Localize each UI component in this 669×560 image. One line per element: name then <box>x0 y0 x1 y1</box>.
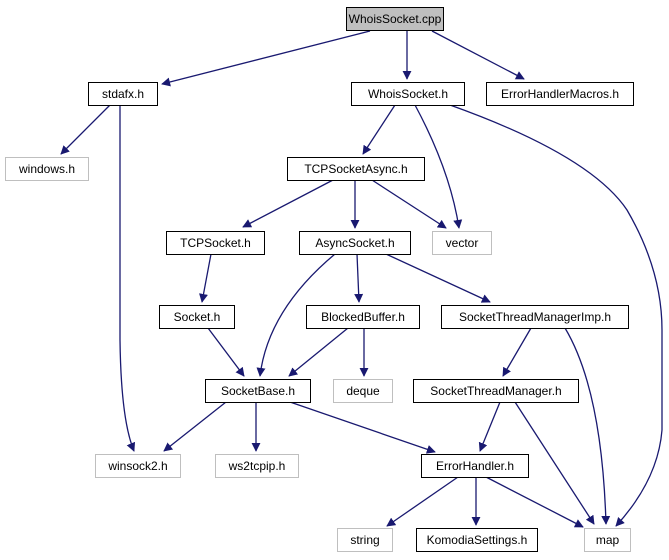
node-label: ErrorHandlerMacros.h <box>501 87 619 101</box>
edge-n1-n15 <box>119 105 136 452</box>
edge-n14-n17 <box>478 401 501 452</box>
node-deque[interactable]: deque <box>333 379 393 403</box>
node-box <box>416 528 538 552</box>
node-label: deque <box>346 384 380 398</box>
edge-n9-n12 <box>207 327 245 377</box>
node-label: BlockedBuffer.h <box>321 310 405 324</box>
node-winsock2-h[interactable]: winsock2.h <box>95 454 181 478</box>
node-box <box>346 7 444 31</box>
node-socketthreadmanagerimp-h[interactable]: SocketThreadManagerImp.h <box>441 305 629 329</box>
node-socketbase-h[interactable]: SocketBase.h <box>205 379 311 403</box>
edge-n12-n17 <box>289 401 436 454</box>
node-label: KomodiaSettings.h <box>427 533 528 547</box>
node-label: TCPSocket.h <box>180 236 251 250</box>
node-stdafx-h[interactable]: stdafx.h <box>88 82 158 106</box>
node-tcpsocket-h[interactable]: TCPSocket.h <box>166 231 265 255</box>
node-tcpsocketasync-h[interactable]: TCPSocketAsync.h <box>287 157 425 181</box>
node-label: ws2tcpip.h <box>228 459 286 473</box>
edge-n6-n9 <box>199 253 212 303</box>
node-box <box>413 379 579 403</box>
node-box <box>584 528 631 552</box>
node-ws2tcpip-h[interactable]: ws2tcpip.h <box>215 454 299 478</box>
node-label: vector <box>446 236 479 250</box>
edge-n11-n20 <box>564 327 611 525</box>
node-box <box>5 157 89 181</box>
edge-n17-n20 <box>485 476 584 528</box>
node-box <box>432 231 492 255</box>
node-label: Socket.h <box>174 310 221 324</box>
node-box <box>441 305 629 329</box>
node-label: ErrorHandler.h <box>436 459 514 473</box>
edge-n11-n14 <box>502 327 532 377</box>
edge-n12-n15 <box>163 401 227 452</box>
edge-n5-n6 <box>242 179 334 228</box>
edge-n2-n8 <box>414 104 463 229</box>
node-label: SocketThreadManager.h <box>430 384 561 398</box>
node-box <box>88 82 158 106</box>
node-blockedbuffer-h[interactable]: BlockedBuffer.h <box>306 305 420 329</box>
edges <box>60 30 663 528</box>
node-box <box>205 379 311 403</box>
node-box <box>287 157 425 181</box>
node-box <box>299 231 411 255</box>
node-box <box>333 379 393 403</box>
node-box <box>306 305 420 329</box>
node-label: SocketBase.h <box>221 384 295 398</box>
node-box <box>421 454 529 478</box>
node-asyncsocket-h[interactable]: AsyncSocket.h <box>299 231 411 255</box>
edge-n2-n5 <box>362 104 396 155</box>
node-box <box>159 305 235 329</box>
node-box <box>166 231 265 255</box>
node-whoissocket-cpp[interactable]: WhoisSocket.cpp <box>346 7 444 31</box>
node-label: WhoisSocket.h <box>368 87 448 101</box>
node-whoissocket-h[interactable]: WhoisSocket.h <box>351 82 465 106</box>
edge-n5-n8 <box>371 179 447 229</box>
edge-n10-n12 <box>288 327 349 377</box>
node-label: windows.h <box>18 162 75 176</box>
node-label: AsyncSocket.h <box>315 236 394 250</box>
node-label: winsock2.h <box>107 459 167 473</box>
node-label: SocketThreadManagerImp.h <box>459 310 611 324</box>
node-map[interactable]: map <box>584 528 631 552</box>
node-vector[interactable]: vector <box>432 231 492 255</box>
node-box <box>486 82 634 106</box>
node-label: TCPSocketAsync.h <box>304 162 407 176</box>
node-errorhandler-h[interactable]: ErrorHandler.h <box>421 454 529 478</box>
edge-n7-n12 <box>256 253 336 377</box>
node-label: map <box>596 533 620 547</box>
node-label: string <box>350 533 379 547</box>
node-windows-h[interactable]: windows.h <box>5 157 89 181</box>
node-errorhandlermacros-h[interactable]: ErrorHandlerMacros.h <box>486 82 634 106</box>
node-string[interactable]: string <box>337 528 393 552</box>
node-komodiasettings-h[interactable]: KomodiaSettings.h <box>416 528 538 552</box>
edge-n7-n11 <box>385 253 491 303</box>
edge-n0-n1 <box>161 30 371 87</box>
node-socketthreadmanager-h[interactable]: SocketThreadManager.h <box>413 379 579 403</box>
node-label: stdafx.h <box>102 87 144 101</box>
edge-n14-n20 <box>514 401 595 525</box>
edge-n0-n3 <box>431 30 525 80</box>
node-box <box>337 528 393 552</box>
edge-n2-n20 <box>449 104 663 527</box>
node-box <box>215 454 299 478</box>
node-label: WhoisSocket.cpp <box>349 12 442 26</box>
edge-n17-n18 <box>386 476 459 527</box>
node-box <box>351 82 465 106</box>
node-socket-h[interactable]: Socket.h <box>159 305 235 329</box>
node-box <box>95 454 181 478</box>
edge-n7-n10 <box>354 253 364 303</box>
edge-n1-n4 <box>60 104 111 155</box>
